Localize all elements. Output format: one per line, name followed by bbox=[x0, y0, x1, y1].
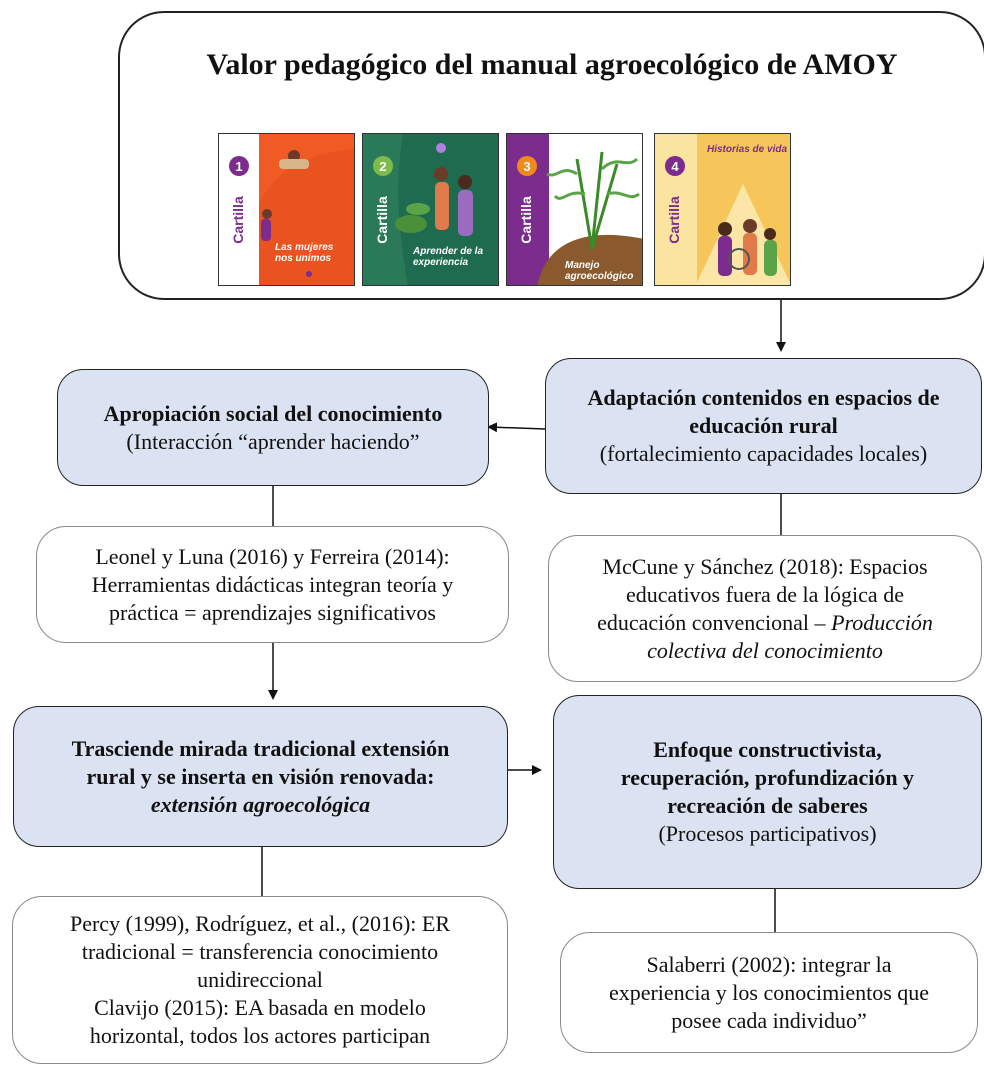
trasciende-title-line-1: Trasciende mirada tradicional extensión bbox=[71, 735, 450, 761]
cover-3-number: 3 bbox=[517, 156, 537, 176]
enfoque-subtitle: (Procesos participativos) bbox=[658, 821, 877, 846]
cartilla-1-cover: 1 Cartilla Las mujeres nos unimos bbox=[218, 133, 355, 286]
apropiacion-subtitle: (Interacción “aprender haciendo” bbox=[126, 428, 420, 454]
salaberri-line-2: experiencia y los conocimientos que bbox=[608, 979, 930, 1005]
cover-2-label: Cartilla bbox=[374, 196, 390, 244]
percy-line-1: Percy (1999), Rodríguez, et al., (2016):… bbox=[69, 911, 450, 936]
leonel-line-3: práctica = aprendizajes significativos bbox=[109, 599, 436, 625]
apropiacion-title: Apropiación social del conocimiento bbox=[103, 400, 443, 426]
node-enfoque: Enfoque constructivista, recuperación, p… bbox=[553, 695, 982, 889]
adaptacion-subtitle: (fortalecimiento capacidades locales) bbox=[599, 441, 928, 466]
cover-1-caption: Las mujeres nos unimos bbox=[275, 242, 334, 264]
percy-line-2: tradicional = transferencia conocimiento bbox=[81, 939, 439, 964]
enfoque-title-line-3: recreación de saberes bbox=[667, 793, 868, 818]
arrow-adaptacion-to-apropiacion bbox=[487, 422, 546, 433]
node-percy: Percy (1999), Rodríguez, et al., (2016):… bbox=[12, 896, 508, 1064]
node-trasciende: Trasciende mirada tradicional extensión … bbox=[13, 706, 508, 847]
trasciende-title-line-2: rural y se inserta en visión renovada: bbox=[86, 763, 435, 789]
cover-1-number: 1 bbox=[229, 156, 249, 176]
mccune-line-1: McCune y Sánchez (2018): Espacios bbox=[602, 553, 928, 579]
leonel-line-1: Leonel y Luna (2016) y Ferreira (2014): bbox=[95, 543, 450, 569]
cartilla-4-cover: 4 Cartilla Historias de vida bbox=[654, 133, 791, 286]
leonel-line-2: Herramientas didácticas integran teoría … bbox=[91, 571, 454, 597]
trasciende-italic-text: extensión agroecológica bbox=[150, 791, 371, 817]
enfoque-title-line-2: recuperación, profundización y bbox=[620, 765, 915, 790]
mccune-line-2: educativos fuera de la lógica de bbox=[626, 581, 904, 607]
cover-4-caption: Historias de vida bbox=[706, 144, 788, 155]
node-apropiacion: Apropiación social del conocimiento (Int… bbox=[57, 369, 489, 486]
cover-1-illustration bbox=[219, 134, 354, 285]
percy-line-5: horizontal, todos los actores participan bbox=[89, 1023, 431, 1048]
percy-line-4: Clavijo (2015): EA basada en modelo bbox=[94, 995, 426, 1020]
mccune-line-3-italic: Producción bbox=[831, 609, 933, 635]
enfoque-title-line-1: Enfoque constructivista, bbox=[653, 737, 882, 762]
cover-4-label: Cartilla bbox=[666, 196, 682, 244]
mccune-line-4: colectiva del conocimiento bbox=[647, 637, 883, 665]
top-box: Valor pedagógico del manual agroecológic… bbox=[118, 11, 984, 300]
mccune-line-4-italic: colectiva del conocimiento bbox=[647, 637, 883, 663]
cartilla-2-cover: 2 Cartilla Aprender de la experiencia bbox=[362, 133, 499, 286]
cover-4-illustration bbox=[655, 134, 790, 285]
cover-1-label: Cartilla bbox=[230, 196, 246, 244]
cover-3-illustration bbox=[507, 134, 642, 285]
cover-3-label: Cartilla bbox=[518, 196, 534, 244]
mccune-line-3: educación convencional – Producción bbox=[597, 609, 933, 637]
adaptacion-title-line-2: educación rural bbox=[689, 413, 838, 438]
cartilla-3-cover: 3 Cartilla Manejo agroecológico bbox=[506, 133, 643, 286]
adaptacion-title-line-1: Adaptación contenidos en espacios de bbox=[587, 385, 940, 410]
node-mccune: McCune y Sánchez (2018): Espacios educat… bbox=[548, 535, 982, 682]
node-leonel: Leonel y Luna (2016) y Ferreira (2014): … bbox=[36, 526, 509, 643]
node-adaptacion: Adaptación contenidos en espacios de edu… bbox=[545, 358, 982, 494]
cover-2-caption: Aprender de la experiencia bbox=[413, 246, 484, 268]
percy-line-3: unidireccional bbox=[197, 967, 323, 992]
node-salaberri: Salaberri (2002): integrar la experienci… bbox=[560, 932, 978, 1053]
salaberri-line-3: posee cada individuo” bbox=[671, 1007, 867, 1033]
diagram-title: Valor pedagógico del manual agroecológic… bbox=[206, 48, 898, 81]
trasciende-title-italic: extensión agroecológica bbox=[151, 791, 370, 819]
cover-3-caption: Manejo agroecológico bbox=[565, 260, 634, 282]
cover-2-number: 2 bbox=[373, 156, 393, 176]
mccune-line-3-plain: educación convencional – bbox=[597, 609, 832, 635]
cover-4-number: 4 bbox=[665, 156, 685, 176]
salaberri-line-1: Salaberri (2002): integrar la bbox=[646, 951, 892, 977]
